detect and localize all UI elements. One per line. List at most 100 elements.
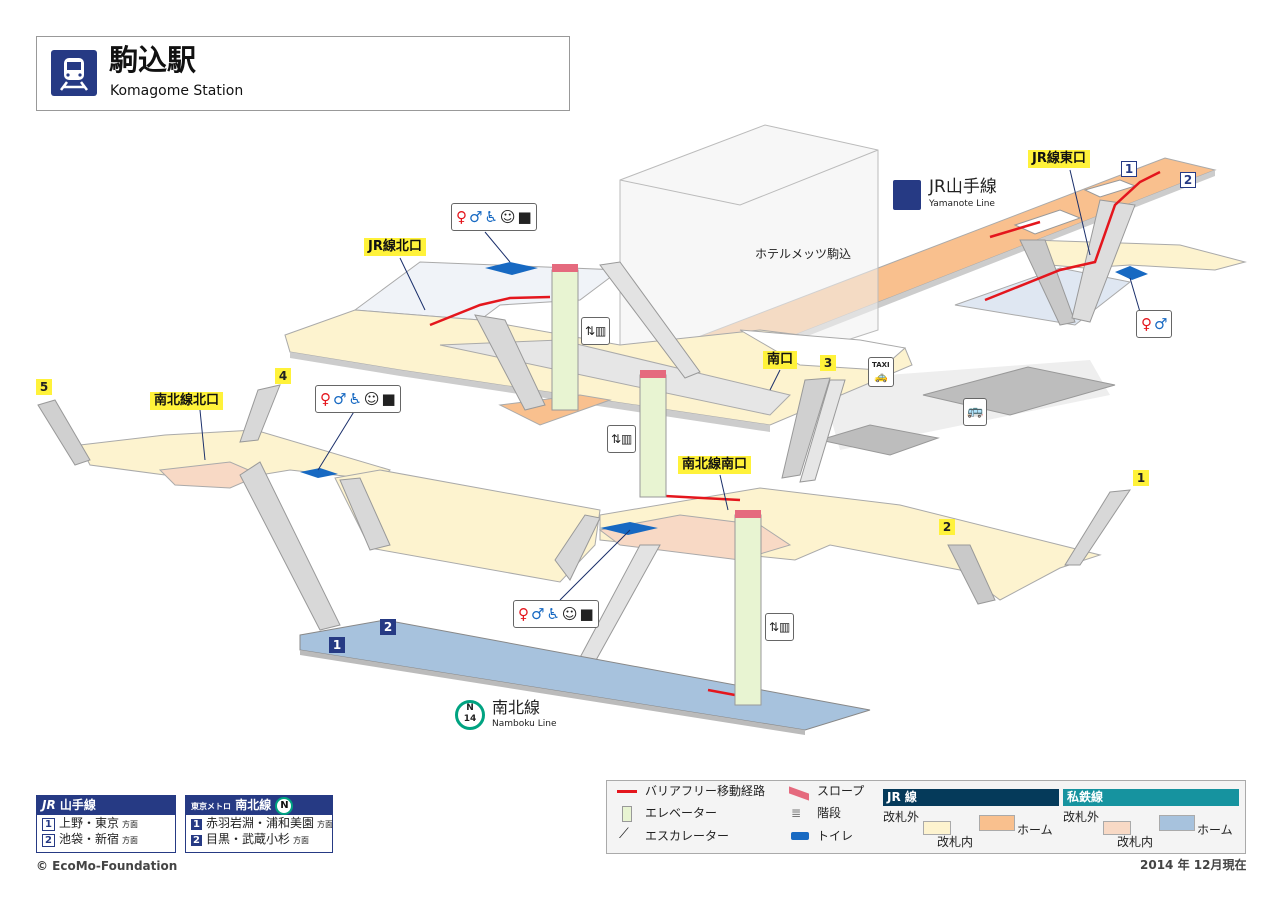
namboku-north-concourse	[79, 429, 391, 481]
elevator-symbol-icon	[622, 806, 632, 822]
stairs	[239, 461, 341, 631]
key-jr-header: JR 線	[883, 789, 1059, 806]
exit-jr-east[interactable]: JR線東口	[1028, 150, 1090, 168]
exit-namboku-south[interactable]: 南北線南口	[678, 456, 752, 474]
barrier-free-route	[664, 494, 741, 502]
station-name-en: Komagome Station	[110, 83, 244, 99]
toilet-men-icon: ♂	[1154, 315, 1168, 333]
jr-platform-number: 1	[1121, 161, 1137, 177]
elevator-shaft	[734, 514, 762, 706]
jr-platform-swatch	[979, 815, 1015, 831]
exit-jr-north[interactable]: JR線北口	[364, 238, 426, 256]
key-private-header: 私鉄線	[1063, 789, 1239, 806]
private-platform-swatch	[1159, 815, 1195, 831]
stairs	[1071, 199, 1136, 323]
wheelchair-icon: ♿	[546, 605, 560, 623]
key-jr-platform: ホーム	[1017, 823, 1053, 837]
key-private-platform: ホーム	[1197, 823, 1233, 837]
key-stairs: 階段	[817, 806, 842, 820]
facility-box[interactable]: ♀♂♿☺■	[315, 385, 401, 413]
toilet	[1115, 266, 1148, 280]
jr-east-concourse-outside	[1028, 239, 1247, 271]
namboku-platform	[299, 619, 871, 731]
exit-number[interactable]: 3	[820, 355, 836, 371]
exit-south[interactable]: 南口	[763, 351, 798, 369]
train-icon	[51, 50, 97, 96]
toilet-women-icon: ♀	[518, 605, 529, 623]
toilet-men-icon: ♂	[469, 208, 483, 226]
wheelchair-icon: ♿	[484, 208, 498, 226]
stairs-icon: ≣	[791, 806, 802, 820]
taxi-icon[interactable]: TAXI🚕	[868, 357, 894, 387]
toilet-symbol-icon	[791, 832, 809, 840]
facility-box[interactable]: ♀♂♿☺■	[513, 600, 599, 628]
bus-icon[interactable]: 🚌	[963, 398, 988, 426]
stairs-exit-3	[781, 377, 831, 479]
key-private-inside-gate: 改札内	[1117, 835, 1154, 849]
toilet-men-icon: ♂	[333, 390, 347, 408]
elevator-shaft	[639, 374, 667, 498]
namboku-platform-number: 2	[380, 619, 396, 635]
escalator-symbol-icon: ⟋	[619, 826, 629, 842]
baby-care-icon: ☺	[363, 390, 380, 408]
elevator-icon[interactable]: ⇅▥	[607, 425, 637, 453]
toilet-men-icon: ♂	[531, 605, 545, 623]
stairs	[1019, 239, 1076, 326]
key-jr-outside-gate: 改札外	[883, 810, 920, 824]
jr-north-concourse-inside	[353, 261, 622, 321]
facility-box[interactable]: ♀♂♿☺■	[451, 203, 537, 231]
key-toilet: トイレ	[817, 829, 854, 843]
jr-platform-number: 2	[1180, 172, 1196, 188]
elevator-icon[interactable]: ⇅▥	[581, 317, 611, 345]
namboku-line-name-en: Namboku Line	[492, 719, 557, 729]
date-label: 2014 年 12月現在	[1140, 858, 1247, 872]
exit-number[interactable]: 4	[275, 368, 291, 384]
map-key: バリアフリー移動経路 エレベーター ⟋ エスカレーター スロープ ≣ 階段 トイ…	[606, 780, 1246, 854]
exit-number[interactable]: 1	[1133, 470, 1149, 486]
exit-namboku-north[interactable]: 南北線北口	[150, 392, 224, 410]
toilet-women-icon: ♀	[320, 390, 331, 408]
baby-care-icon: ☺	[561, 605, 578, 623]
slope-icon	[789, 786, 809, 801]
barrier-free-route	[984, 170, 1161, 302]
barrier-free-route	[429, 295, 551, 327]
facility-box[interactable]: ♀♂	[1136, 310, 1173, 338]
building-label: ホテルメッツ駒込	[755, 247, 852, 261]
copyright: © EcoMo-Foundation	[36, 859, 178, 873]
escalator	[799, 379, 846, 483]
key-route: バリアフリー移動経路	[645, 784, 766, 798]
ostomate-icon: ■	[381, 390, 396, 408]
stairs-exit-1	[1064, 489, 1132, 566]
baby-care-icon: ☺	[499, 208, 516, 226]
toilet	[300, 468, 338, 478]
barrier-free-route	[707, 688, 736, 697]
key-jr-inside-gate: 改札内	[937, 835, 974, 849]
exit-number[interactable]: 2	[939, 519, 955, 535]
station-title-box: 駒込駅 Komagome Station	[36, 36, 570, 111]
stairs-exit-2	[947, 544, 996, 605]
elevator-icon[interactable]: ⇅▥	[765, 613, 795, 641]
toilet-women-icon: ♀	[1141, 315, 1152, 333]
exit-number[interactable]: 5	[36, 379, 52, 395]
stairs	[339, 477, 391, 551]
toilet	[485, 262, 538, 275]
stairs-exit-4	[239, 384, 281, 443]
ostomate-icon: ■	[579, 605, 594, 623]
stairs	[474, 314, 546, 411]
wheelchair-icon: ♿	[348, 390, 362, 408]
key-escalator: エスカレーター	[645, 829, 730, 843]
toilet-women-icon: ♀	[456, 208, 467, 226]
key-slope: スロープ	[817, 784, 865, 798]
elevator-shaft	[551, 269, 579, 411]
namboku-badge-icon: N	[275, 796, 294, 815]
namboku-platform-number: 1	[329, 637, 345, 653]
key-private-outside-gate: 改札外	[1063, 810, 1100, 824]
